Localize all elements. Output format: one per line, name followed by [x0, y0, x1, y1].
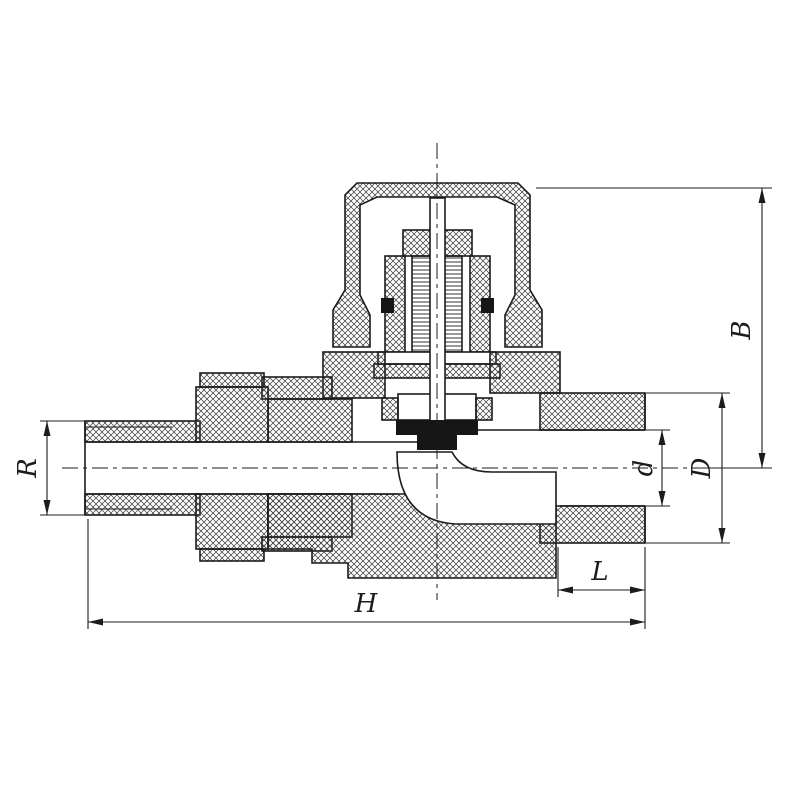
arrowhead [718, 393, 726, 408]
arrowhead [658, 430, 666, 445]
connector-top [267, 398, 353, 443]
union-nut-bottom-step [199, 548, 265, 562]
arrowhead [88, 618, 103, 626]
flange-left [322, 351, 386, 399]
flow-channel [396, 451, 557, 525]
arrowhead [718, 528, 726, 543]
tailpiece-top-wall [84, 420, 201, 443]
gland-flank-left [381, 397, 399, 421]
dimension-label-d-small: d [629, 460, 659, 477]
centerlines [62, 143, 700, 600]
arrowhead [558, 586, 573, 594]
gland-flank-right [475, 397, 493, 421]
valve-drawing [84, 182, 646, 579]
outlet-top-wall [539, 392, 646, 431]
dimension-label-r: R [13, 458, 43, 479]
union-nut-top [195, 386, 269, 443]
body-flange [261, 351, 561, 400]
dimension-H: H [87, 519, 645, 629]
flange-right [489, 351, 561, 394]
arrowhead [630, 586, 645, 594]
arrowhead [758, 188, 766, 203]
dimension-R: R [13, 420, 86, 516]
valve-disc-seal-bottom [417, 435, 457, 450]
dimensions: R d D B [13, 187, 772, 629]
arrowhead [658, 491, 666, 506]
arrowhead [43, 421, 51, 436]
dimension-label-l: L [590, 557, 608, 587]
outlet-port [539, 392, 646, 544]
union-nut-top-step [199, 372, 265, 388]
dimension-label-h: H [354, 589, 379, 619]
valve-cap [332, 182, 543, 348]
arrowhead [43, 500, 51, 515]
arrowhead [758, 453, 766, 468]
arrowhead [630, 618, 645, 626]
dimension-L: L [557, 547, 646, 629]
oring-left [381, 298, 394, 313]
dimension-B: B [536, 187, 772, 469]
oring-right [481, 298, 494, 313]
tailpiece-bottom-wall [84, 493, 201, 516]
union-nut-bottom [195, 493, 269, 550]
dimension-d: d [629, 429, 670, 507]
dimension-label-b: B [727, 320, 757, 340]
flange-left-step [261, 376, 333, 400]
